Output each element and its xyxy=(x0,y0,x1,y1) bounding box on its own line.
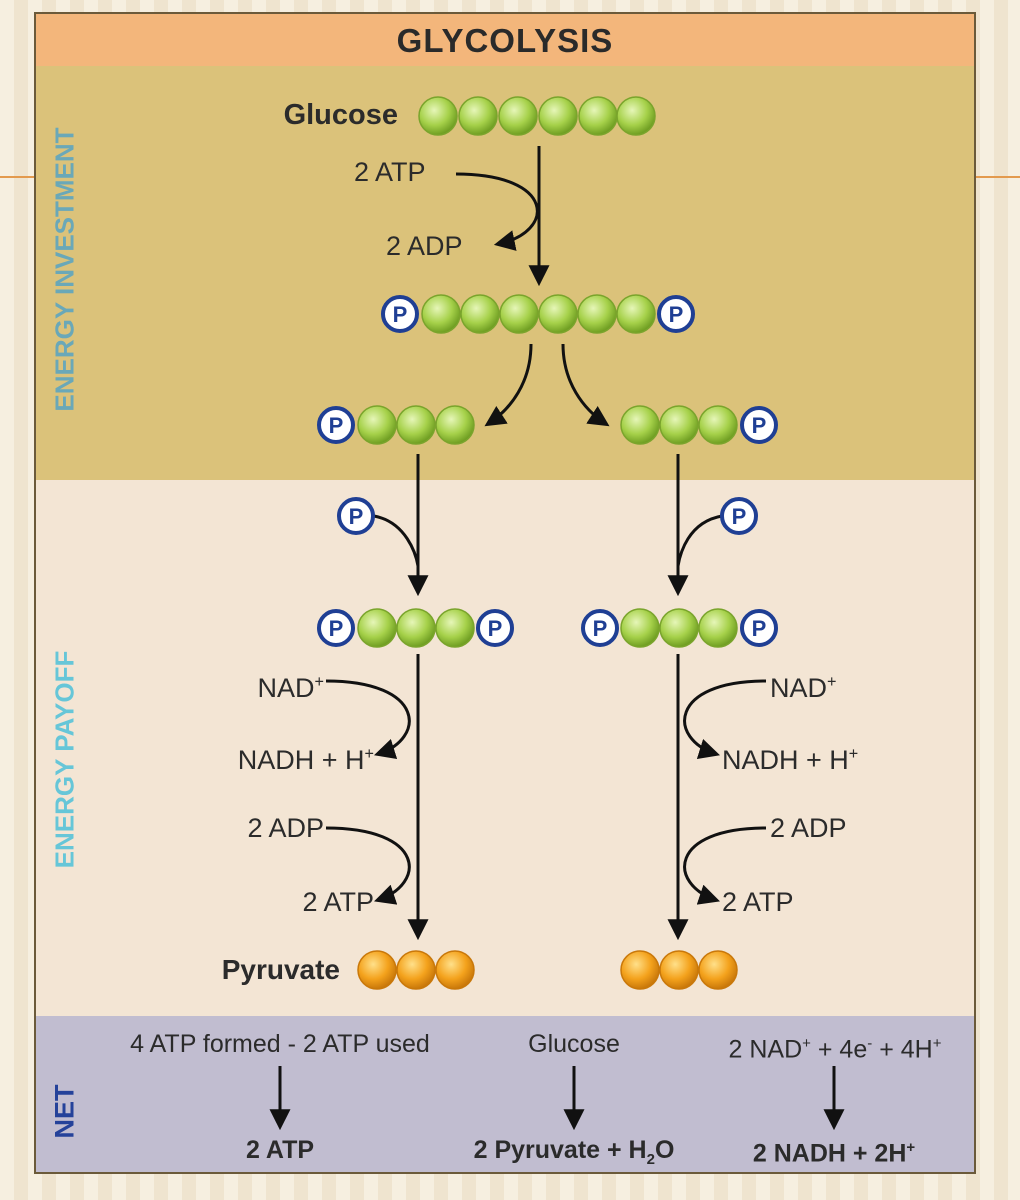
fructose-bisphosphate-molecule: P P xyxy=(381,294,695,334)
investment-atp-label: 2 ATP xyxy=(354,157,426,187)
phosphate-icon xyxy=(381,295,695,333)
payoff-left-adp-label: 2 ADP xyxy=(247,813,324,843)
phosphate-icon xyxy=(740,406,778,444)
net-atp-result-label: 2 ATP xyxy=(245,1136,315,1164)
energy-payoff-band xyxy=(36,480,974,1016)
payoff-right-adp-label: 2 ADP xyxy=(770,813,847,843)
glycolysis-diagram: GLYCOLYSIS ENERGY INVESTMENT ENERGY PAYO… xyxy=(34,12,976,1174)
g3p-left-molecule: P xyxy=(317,405,475,445)
bisphosphoglycerate-right-molecule: P P xyxy=(581,608,778,648)
investment-adp-label: 2 ADP xyxy=(386,231,463,261)
net-glucose-from-label: Glucose xyxy=(528,1030,620,1058)
phosphate-label: P xyxy=(593,616,608,641)
phosphate-label: P xyxy=(488,616,503,641)
pyruvate-label: Pyruvate xyxy=(221,954,340,985)
phosphate-label: P xyxy=(752,616,767,641)
phosphate-label: P xyxy=(349,504,364,529)
slide-rule-right xyxy=(976,176,1020,178)
phosphate-icon xyxy=(337,497,375,535)
phosphate-label: P xyxy=(732,504,747,529)
phosphate-icon xyxy=(317,406,355,444)
phosphate-label: P xyxy=(329,616,344,641)
net-nadh-result-label: 2 NADH + 2H+ xyxy=(752,1139,916,1168)
payoff-left-nadh-label: NADH + H+ xyxy=(237,745,374,775)
phosphate-label: P xyxy=(669,302,684,327)
net-nad-from-label: 2 NAD+ + 4e- + 4H+ xyxy=(728,1035,942,1064)
glucose-label: Glucose xyxy=(283,99,398,131)
phosphate-icon xyxy=(317,609,514,647)
pyruvate-left-molecule xyxy=(357,950,475,990)
title-band xyxy=(36,14,974,66)
phosphate-label: P xyxy=(752,413,767,438)
pyruvate-right-molecule xyxy=(620,950,738,990)
investment-arrows xyxy=(455,146,610,427)
diagram-title: GLYCOLYSIS xyxy=(396,22,614,59)
phosphate-label: P xyxy=(393,302,408,327)
payoff-right-nadh-label: NADH + H+ xyxy=(722,745,859,775)
payoff-arrows xyxy=(325,454,767,941)
phosphate-label: P xyxy=(329,413,344,438)
net-arrows xyxy=(269,1066,845,1131)
payoff-right-nad-label: NAD+ xyxy=(770,673,837,703)
payoff-right-atp-label: 2 ATP xyxy=(722,887,794,917)
pathway-graphic: P P P P P P xyxy=(269,96,845,1131)
g3p-right-molecule: P xyxy=(620,405,778,445)
net-atp-from-label: 4 ATP formed - 2 ATP used xyxy=(130,1030,430,1058)
payoff-left-nad-label: NAD+ xyxy=(257,673,324,703)
incoming-phosphates: P P xyxy=(337,497,758,535)
phosphate-icon xyxy=(720,497,758,535)
payoff-left-atp-label: 2 ATP xyxy=(302,887,374,917)
bisphosphoglycerate-left-molecule: P P xyxy=(317,608,514,648)
net-pyruvate-result-label: 2 Pyruvate + H2O xyxy=(473,1136,675,1168)
net-band xyxy=(36,1016,974,1172)
phosphate-icon xyxy=(581,609,778,647)
glucose-molecule xyxy=(418,96,656,136)
slide-rule-left xyxy=(0,176,34,178)
